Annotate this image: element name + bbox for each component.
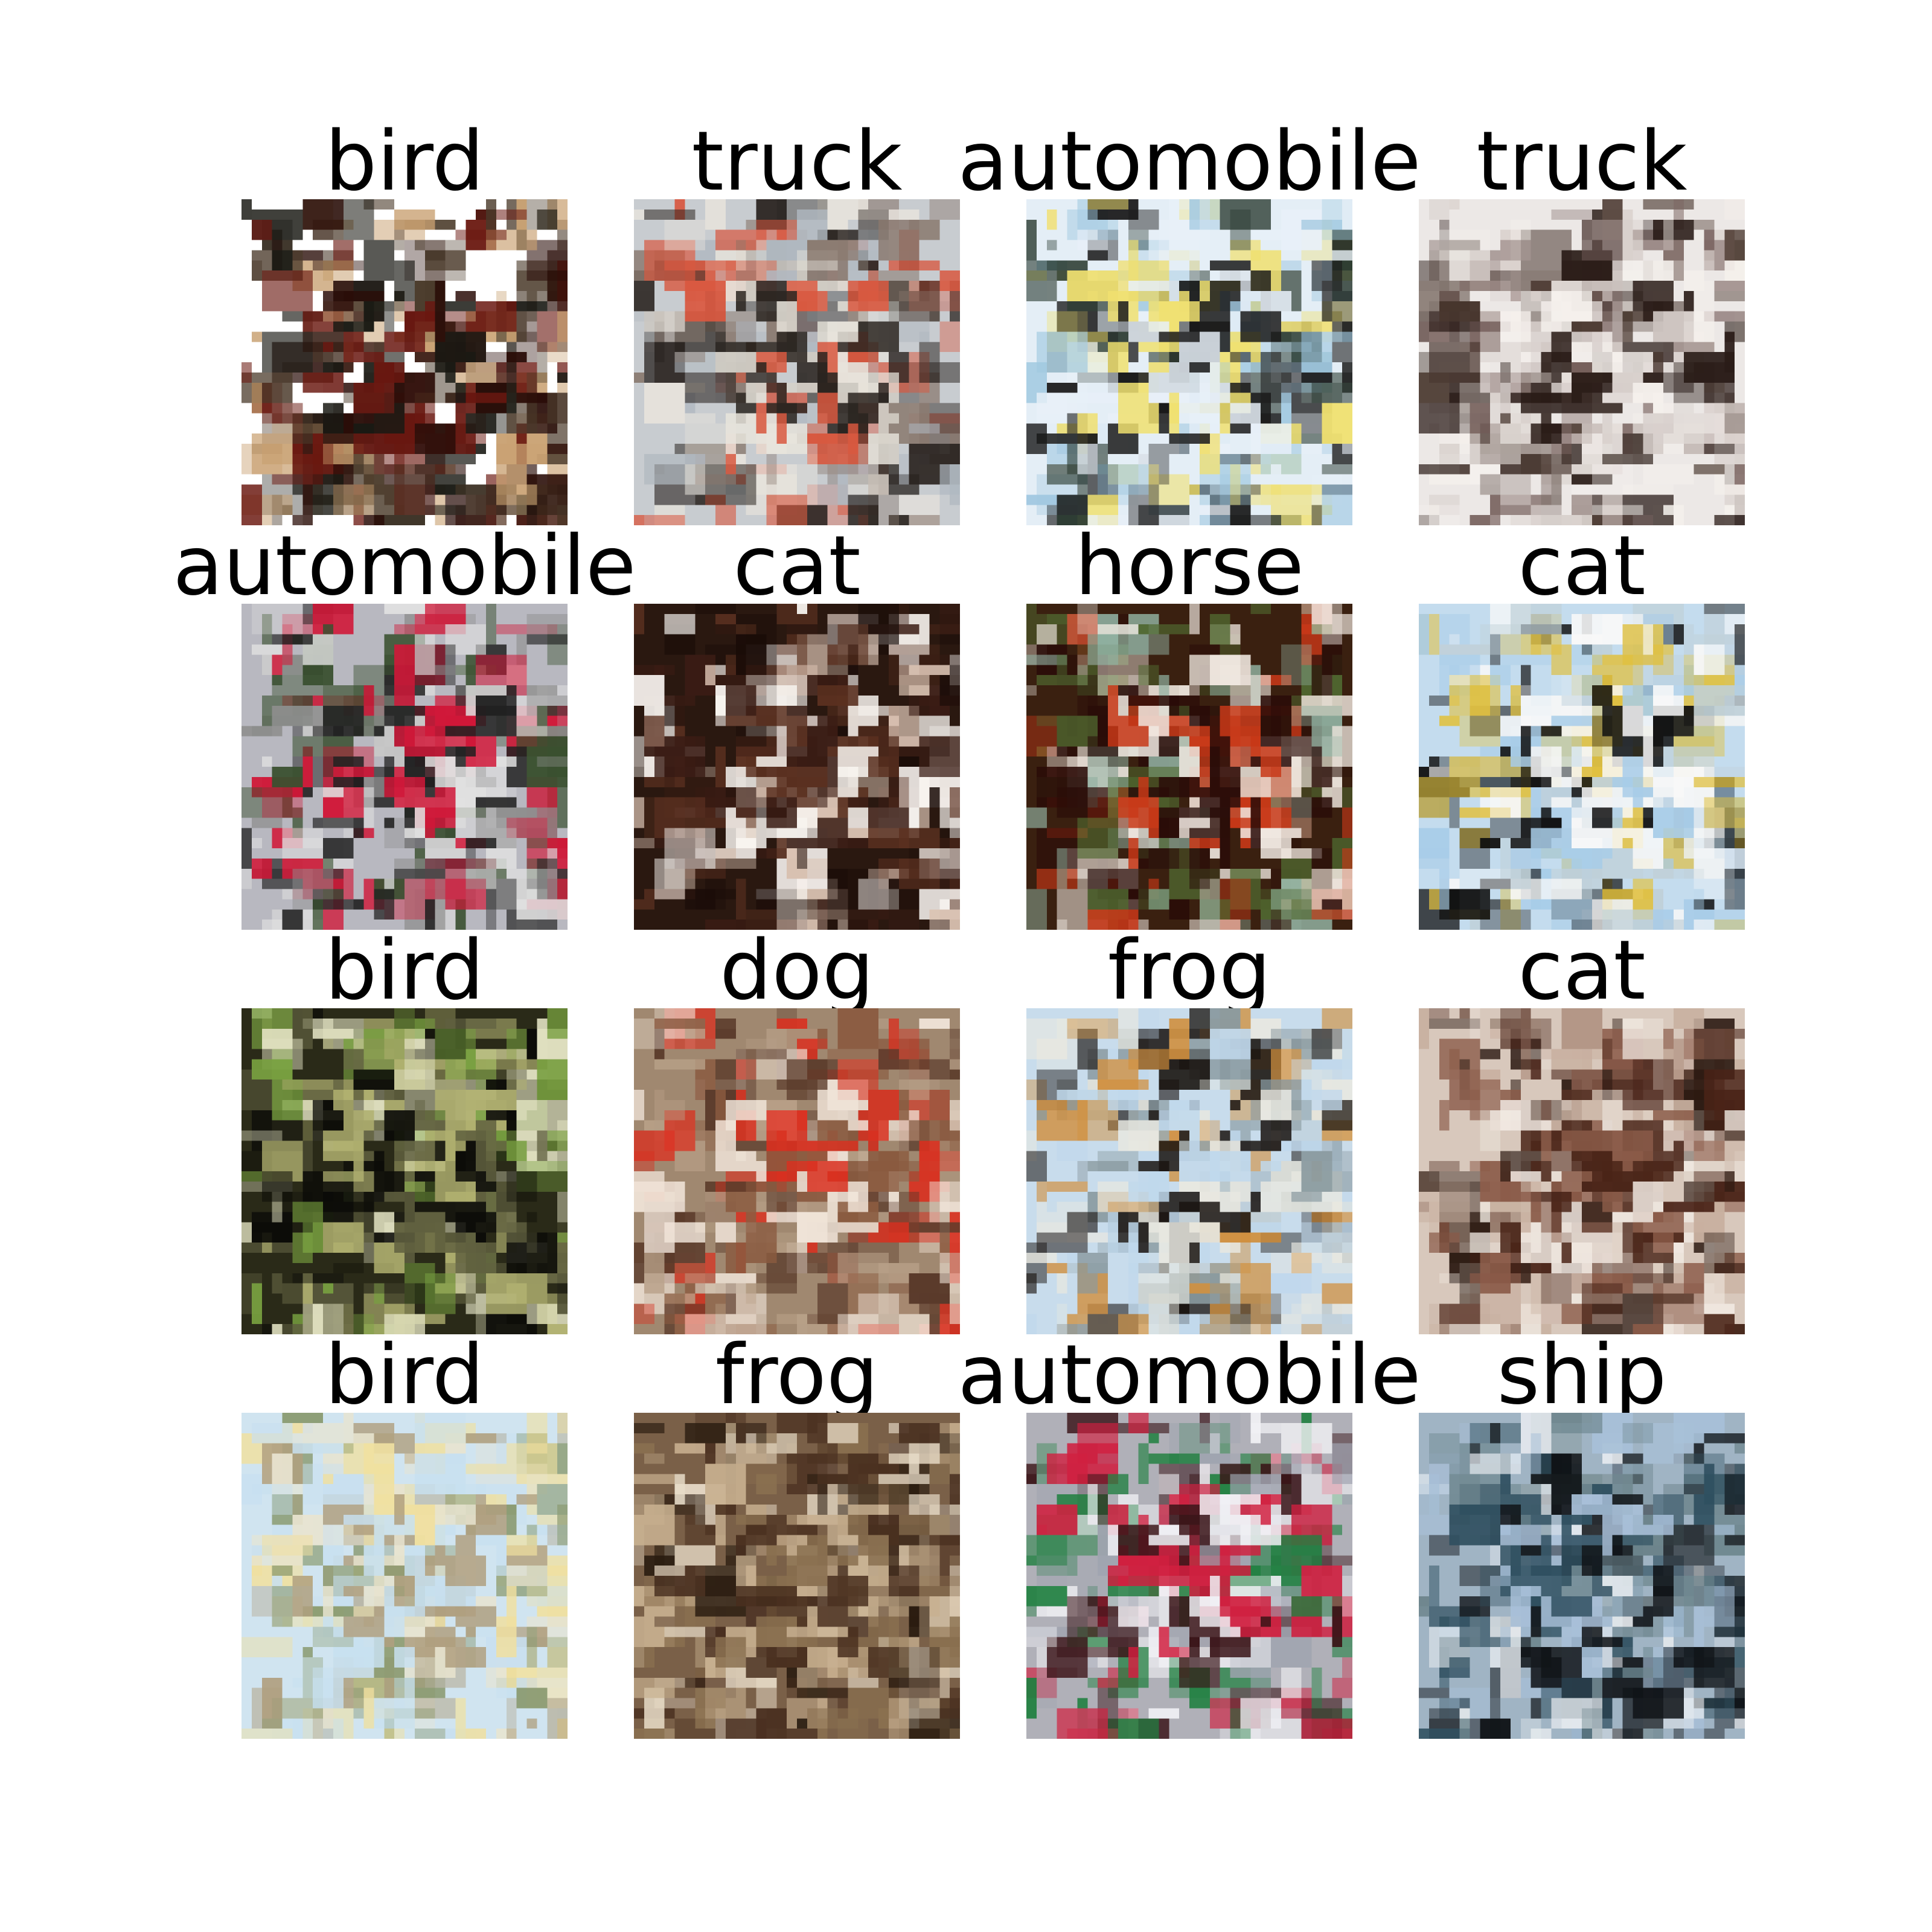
generated-image [1419, 1008, 1745, 1334]
generated-image [242, 1413, 568, 1739]
panel-title: automobile [958, 1328, 1421, 1423]
panel-title: bird [325, 114, 484, 210]
panel-title: ship [1497, 1328, 1667, 1423]
panel-title: truck [691, 114, 903, 210]
panel-title: truck [1476, 114, 1687, 210]
generated-image [242, 604, 568, 930]
generated-image [634, 199, 960, 525]
generated-image [1026, 1413, 1352, 1739]
generated-image [1419, 199, 1745, 525]
generated-image [242, 1008, 568, 1334]
panel-title: cat [1518, 923, 1646, 1019]
generated-image [1419, 604, 1745, 930]
panel-title: cat [1518, 519, 1646, 614]
generated-image [242, 199, 568, 525]
generated-image [634, 1008, 960, 1334]
generated-image [634, 1413, 960, 1739]
panel-title: automobile [173, 519, 636, 614]
generated-image [1026, 199, 1352, 525]
panel-title: bird [325, 923, 484, 1019]
panel-title: frog [1107, 923, 1271, 1019]
panel-title: bird [325, 1328, 484, 1423]
generated-image [1026, 604, 1352, 930]
panel-title: horse [1075, 519, 1304, 614]
panel-title: dog [720, 923, 874, 1019]
generated-image [634, 604, 960, 930]
panel-title: automobile [958, 114, 1421, 210]
panel-title: frog [715, 1328, 879, 1423]
panel-title: cat [733, 519, 861, 614]
generated-image [1419, 1413, 1745, 1739]
generated-image [1026, 1008, 1352, 1334]
